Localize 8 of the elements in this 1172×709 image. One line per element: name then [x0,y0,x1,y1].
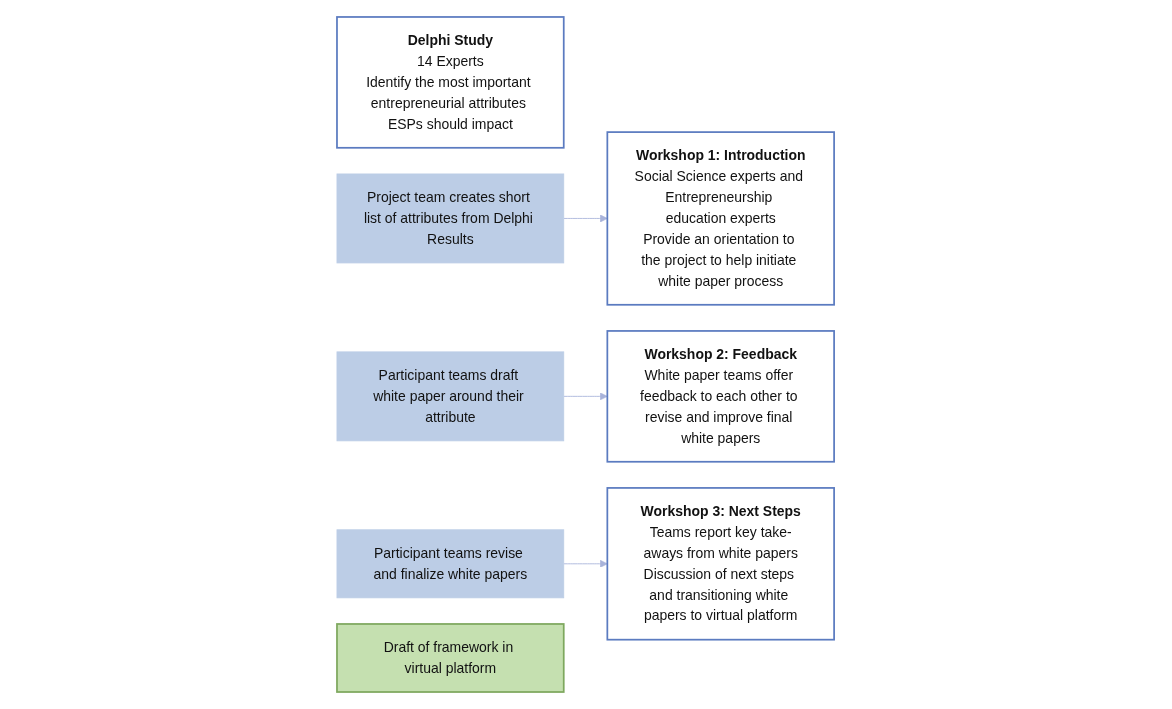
node-box: Workshop 2: Feedback White paper teams offer feedback to each other to revise and improve final white papers [606,330,836,463]
node-box: Participant teams revise and finalize white papers [337,529,565,599]
node-box: Participant teams draft white paper around their attribute [337,351,565,442]
node-box: Delphi Study 14 Experts Identify the most important entrepreneurial attributes ESPs should impact [336,16,566,149]
node-box: Project team creates short list of attributes from Delphi Results [337,173,565,264]
node-box: Workshop 1: Introduction Social Science experts and Entrepreneurship education experts Provide an orientation to the project to help initiate white paper process [606,131,836,306]
node-box: Draft of framework in virtual platform [336,623,566,693]
node-box: Workshop 3: Next Steps Teams report key take-aways from white papers Discussion of next steps and transitioning white papers to virtual platform [606,487,836,641]
